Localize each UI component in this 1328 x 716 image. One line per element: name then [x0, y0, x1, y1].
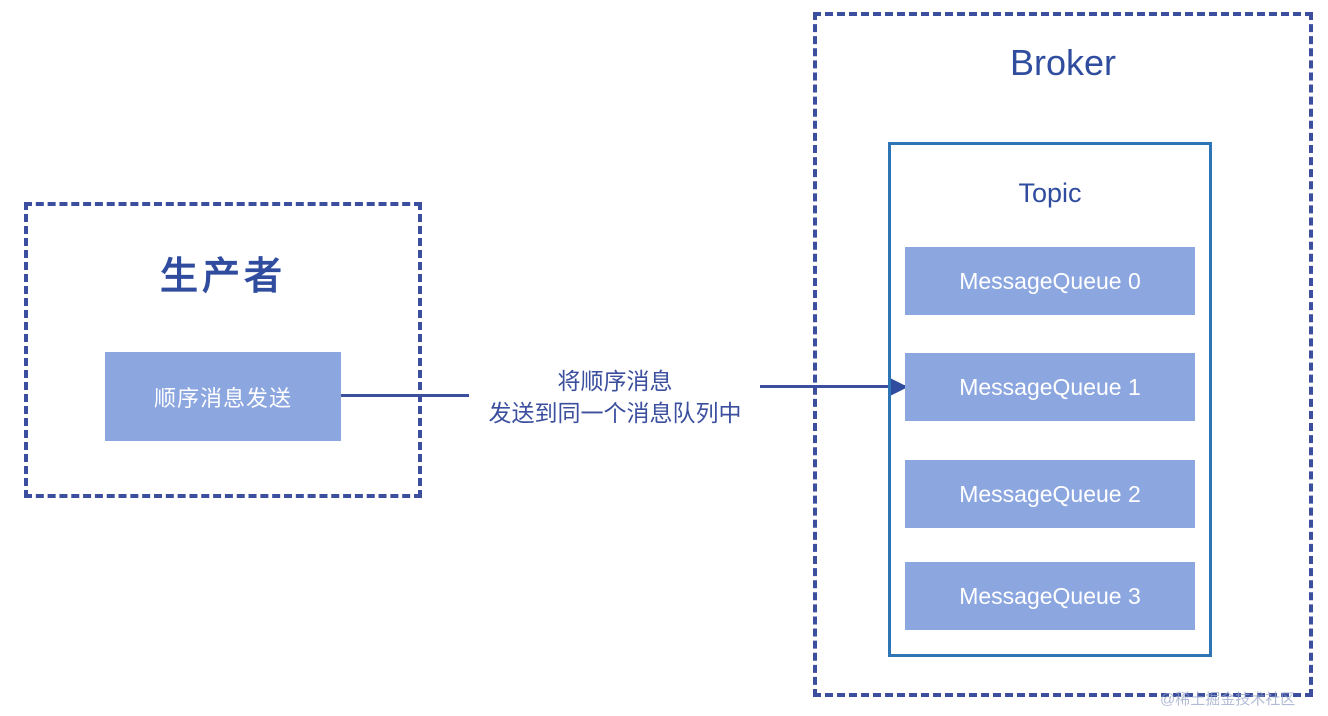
producer-connector-line	[341, 394, 469, 397]
broker-title: Broker	[1009, 42, 1117, 83]
connector-label-line1: 将顺序消息	[557, 368, 673, 394]
ordered-message-send-box: 顺序消息发送	[105, 352, 341, 441]
watermark: @稀土掘金技术社区	[1160, 691, 1296, 708]
connector-label: 将顺序消息 发送到同一个消息队列中	[470, 365, 760, 429]
connector-label-line2: 发送到同一个消息队列中	[488, 400, 742, 426]
message-queue-3: MessageQueue 3	[905, 562, 1195, 630]
topic-title: Topic	[1018, 178, 1082, 208]
broker-container	[813, 12, 1313, 697]
producer-container	[24, 202, 422, 498]
message-queue-0: MessageQueue 0	[905, 247, 1195, 315]
message-queue-1: MessageQueue 1	[905, 353, 1195, 421]
broker-connector-line	[760, 385, 908, 388]
topic-container	[888, 142, 1212, 657]
message-queue-2: MessageQueue 2	[905, 460, 1195, 528]
producer-title: 生产者	[159, 256, 286, 298]
arrow-head-icon	[888, 377, 908, 397]
